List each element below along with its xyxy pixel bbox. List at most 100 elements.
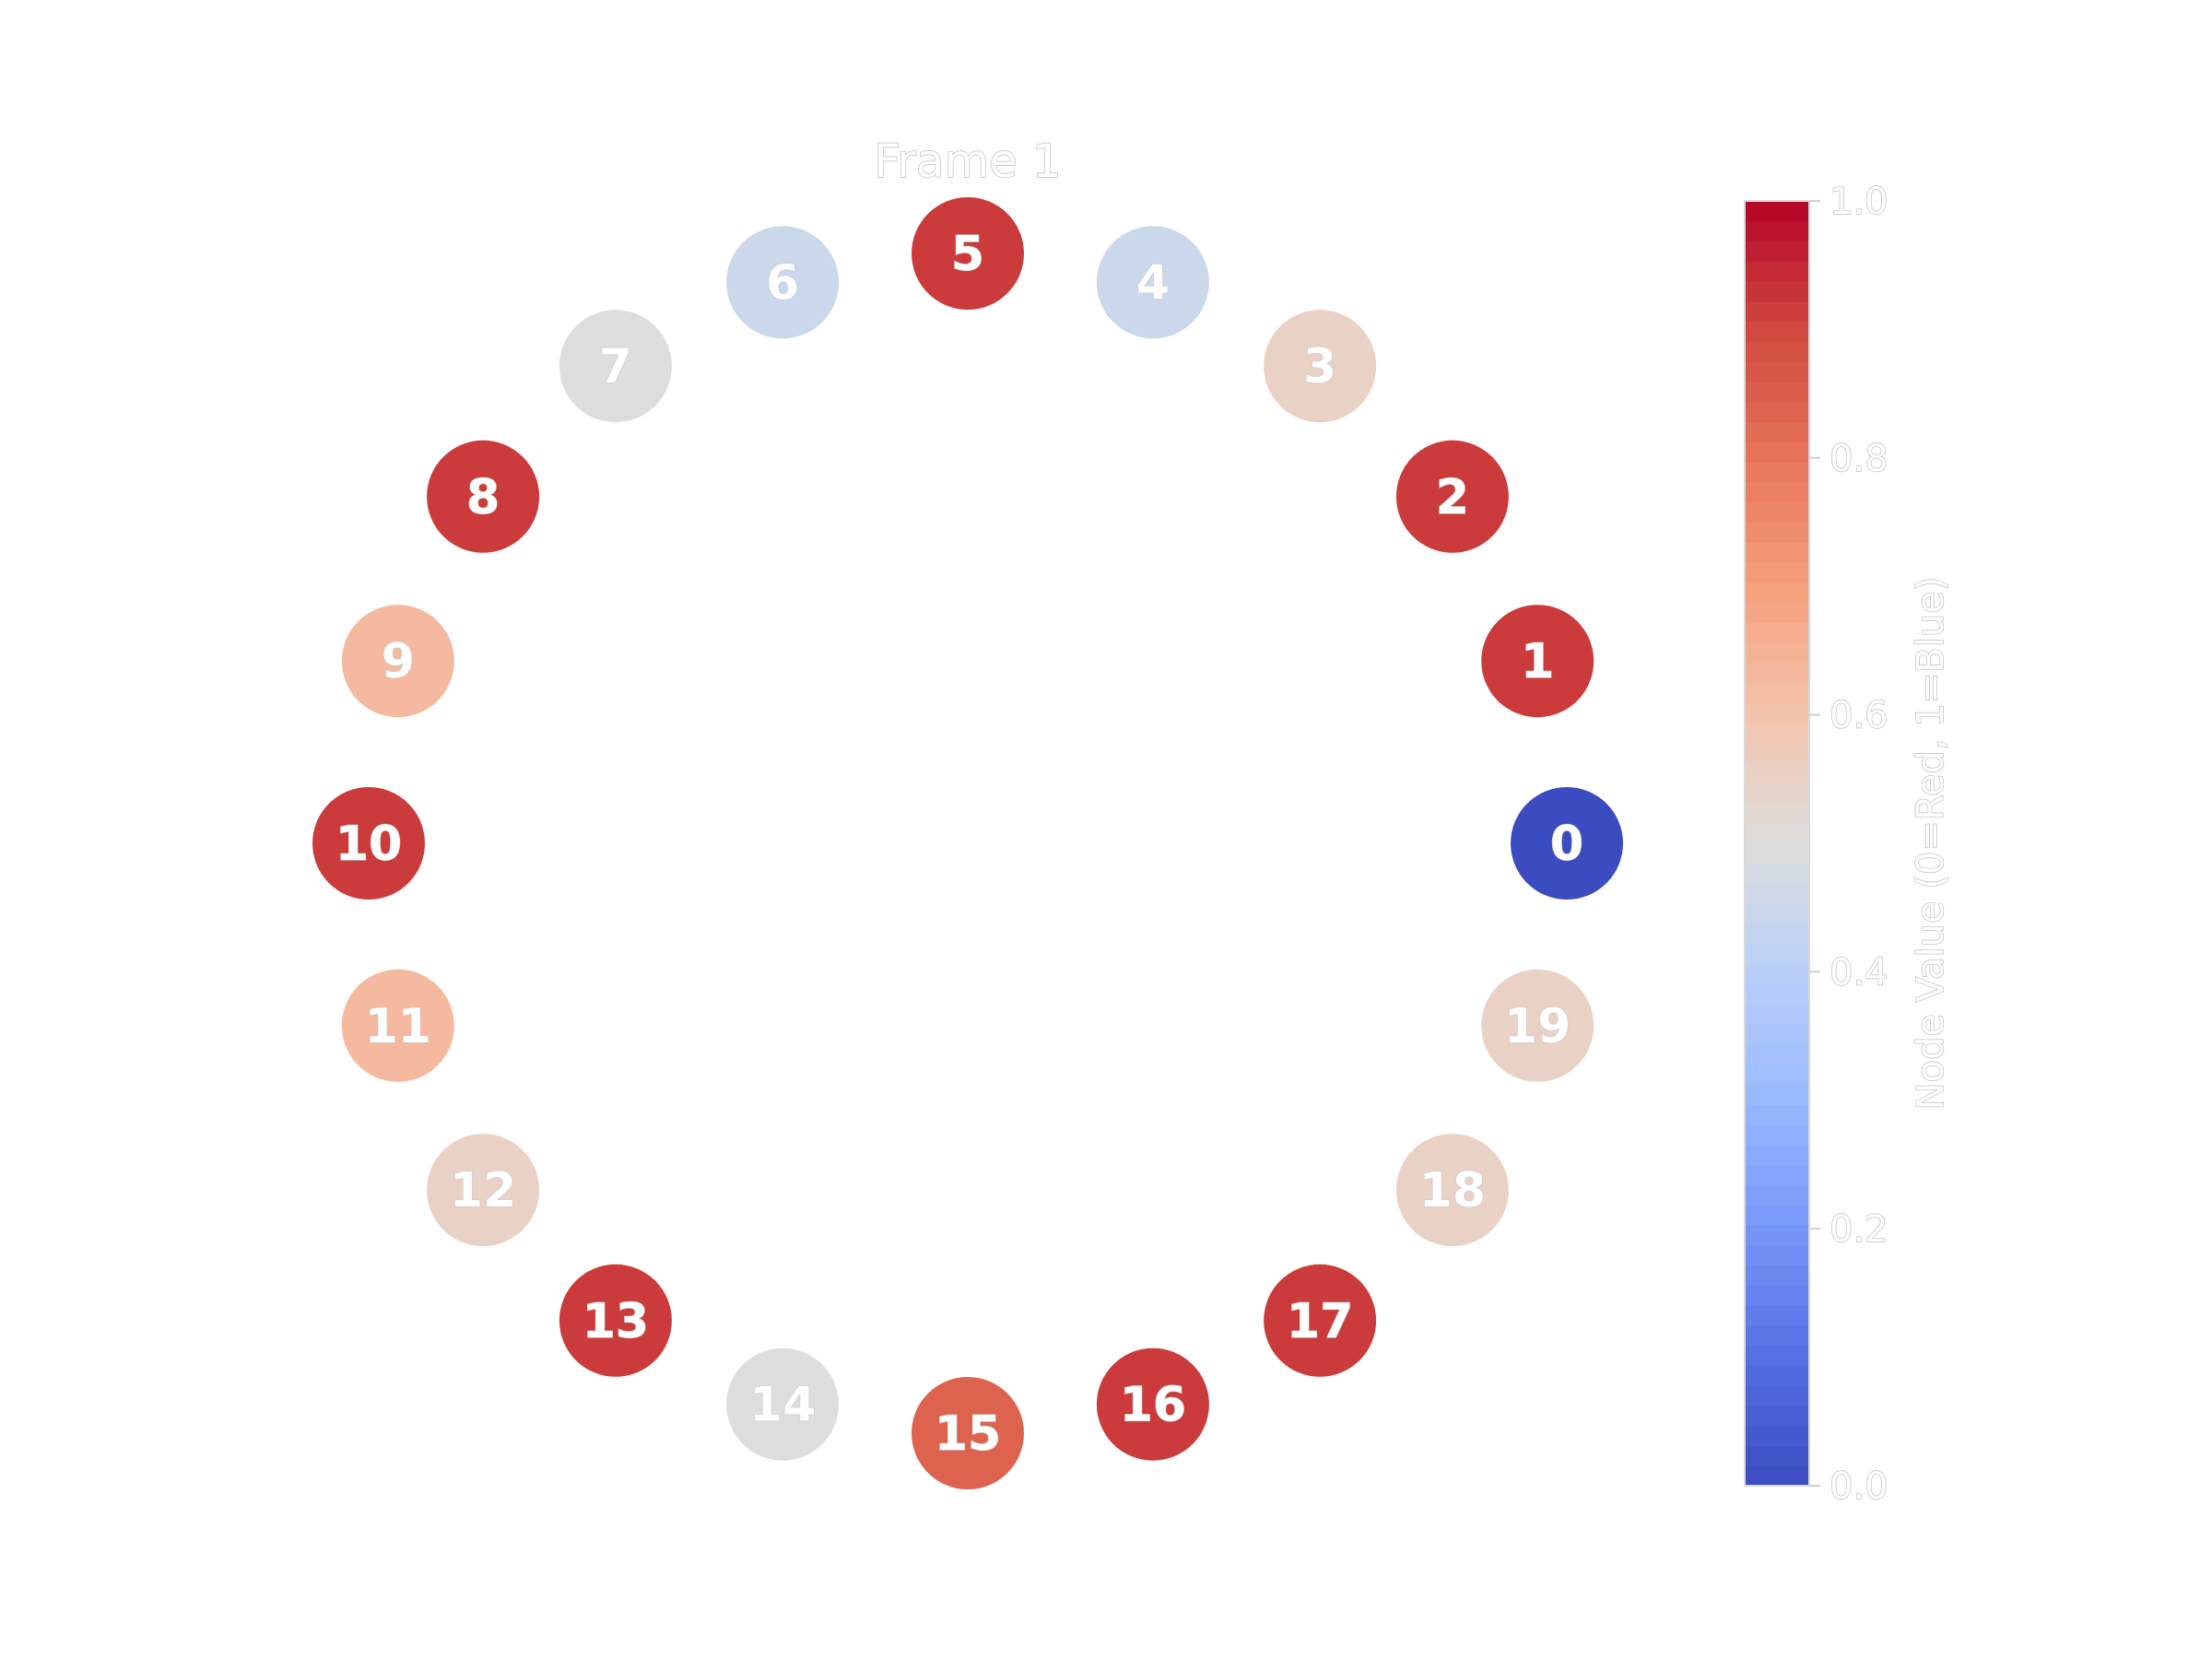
node-10: 10 <box>312 787 425 900</box>
colorbar-band <box>1745 261 1809 282</box>
node-circle <box>427 440 540 553</box>
colorbar-band <box>1745 803 1809 824</box>
node-label: 14 <box>749 1378 816 1433</box>
colorbar-tick-label: 0.2 <box>1830 1208 1888 1251</box>
node-3: 3 <box>1264 310 1377 423</box>
colorbar-band <box>1745 1405 1809 1427</box>
colorbar-band <box>1745 1124 1809 1146</box>
colorbar-band <box>1745 462 1809 483</box>
colorbar-band <box>1745 622 1809 643</box>
colorbar-band <box>1745 562 1809 583</box>
node-7: 7 <box>559 310 672 423</box>
node-label: 19 <box>1504 999 1571 1054</box>
node-6: 6 <box>726 226 840 339</box>
node-1: 1 <box>1481 605 1594 718</box>
colorbar-band <box>1745 201 1809 222</box>
colorbar-band <box>1745 1265 1809 1286</box>
chart-title: Frame 1 <box>874 135 1062 188</box>
node-label: 1 <box>1521 634 1554 689</box>
colorbar-band <box>1745 1244 1809 1266</box>
colorbar-band <box>1745 1324 1809 1347</box>
node-label: 4 <box>1136 255 1170 311</box>
colorbar-band <box>1745 220 1809 242</box>
colorbar-tick-label: 0.4 <box>1830 951 1888 994</box>
colorbar-band <box>1745 341 1809 362</box>
colorbar-band <box>1745 481 1809 503</box>
colorbar-band <box>1745 883 1809 904</box>
node-label: 15 <box>935 1406 1001 1462</box>
node-circle <box>1096 226 1209 339</box>
node-circle <box>726 226 840 339</box>
node-label: 0 <box>1550 817 1583 872</box>
colorbar-tick-label: 0.8 <box>1830 438 1888 480</box>
colorbar-band <box>1745 662 1809 684</box>
colorbar-band <box>1745 762 1809 784</box>
node-circle <box>312 787 425 900</box>
colorbar-band <box>1745 1365 1809 1386</box>
colorbar-band <box>1745 1104 1809 1125</box>
node-0: 0 <box>1511 787 1623 900</box>
colorbar-band <box>1745 441 1809 463</box>
colorbar: 0.00.20.40.60.81.0 Node Value (0=Red, 1=… <box>1744 180 1953 1509</box>
colorbar-band <box>1745 1425 1809 1447</box>
colorbar-band <box>1745 1084 1809 1105</box>
colorbar-band <box>1745 723 1809 744</box>
node-circle <box>1264 1264 1377 1377</box>
colorbar-band <box>1745 602 1809 624</box>
colorbar-band <box>1745 1385 1809 1406</box>
colorbar-band <box>1745 823 1809 844</box>
colorbar-band <box>1745 843 1809 865</box>
colorbar-band <box>1745 1004 1809 1025</box>
node-circle <box>559 310 672 423</box>
node-13: 13 <box>559 1264 672 1377</box>
node-label: 2 <box>1436 470 1469 525</box>
node-12: 12 <box>427 1134 540 1247</box>
node-circle <box>726 1347 840 1461</box>
colorbar-ticks: 0.00.20.40.60.81.0 <box>1809 180 1888 1509</box>
colorbar-band <box>1745 1064 1809 1085</box>
colorbar-band <box>1745 702 1809 724</box>
colorbar-band <box>1745 1285 1809 1306</box>
colorbar-band <box>1745 1465 1809 1487</box>
colorbar-band <box>1745 241 1809 262</box>
node-label: 6 <box>766 255 799 311</box>
colorbar-tick-label: 0.6 <box>1830 695 1888 737</box>
colorbar-band <box>1745 1224 1809 1246</box>
colorbar-band <box>1745 642 1809 664</box>
colorbar-band <box>1745 863 1809 885</box>
node-circle <box>1096 1347 1209 1461</box>
node-label: 5 <box>951 227 984 282</box>
node-label: 13 <box>582 1294 649 1349</box>
node-circle <box>341 605 454 718</box>
colorbar-band <box>1745 361 1809 382</box>
colorbar-band <box>1745 782 1809 805</box>
colorbar-band <box>1745 1205 1809 1226</box>
colorbar-band <box>1745 382 1809 403</box>
node-4: 4 <box>1096 226 1209 339</box>
node-9: 9 <box>341 605 454 718</box>
colorbar-label: Node Value (0=Red, 1=Blue) <box>1910 577 1952 1111</box>
colorbar-band <box>1745 421 1809 442</box>
node-17: 17 <box>1264 1264 1377 1377</box>
node-label: 8 <box>466 470 500 525</box>
node-11: 11 <box>341 969 454 1082</box>
node-label: 12 <box>450 1163 516 1218</box>
node-label: 18 <box>1419 1163 1486 1218</box>
node-18: 18 <box>1395 1134 1509 1247</box>
node-19: 19 <box>1481 969 1594 1082</box>
colorbar-band <box>1745 983 1809 1005</box>
colorbar-band <box>1745 1345 1809 1366</box>
colorbar-frame <box>1744 200 1810 1487</box>
colorbar-band <box>1745 321 1809 343</box>
colorbar-tick-label: 0.0 <box>1830 1465 1888 1508</box>
colorbar-band <box>1745 1164 1809 1185</box>
node-circle <box>912 197 1024 310</box>
colorbar-band <box>1745 582 1809 604</box>
colorbar-band <box>1745 743 1809 764</box>
colorbar-gradient <box>1745 201 1809 1487</box>
colorbar-band <box>1745 1144 1809 1166</box>
colorbar-band <box>1745 1445 1809 1466</box>
colorbar-band <box>1745 501 1809 524</box>
node-circle <box>1481 605 1594 718</box>
